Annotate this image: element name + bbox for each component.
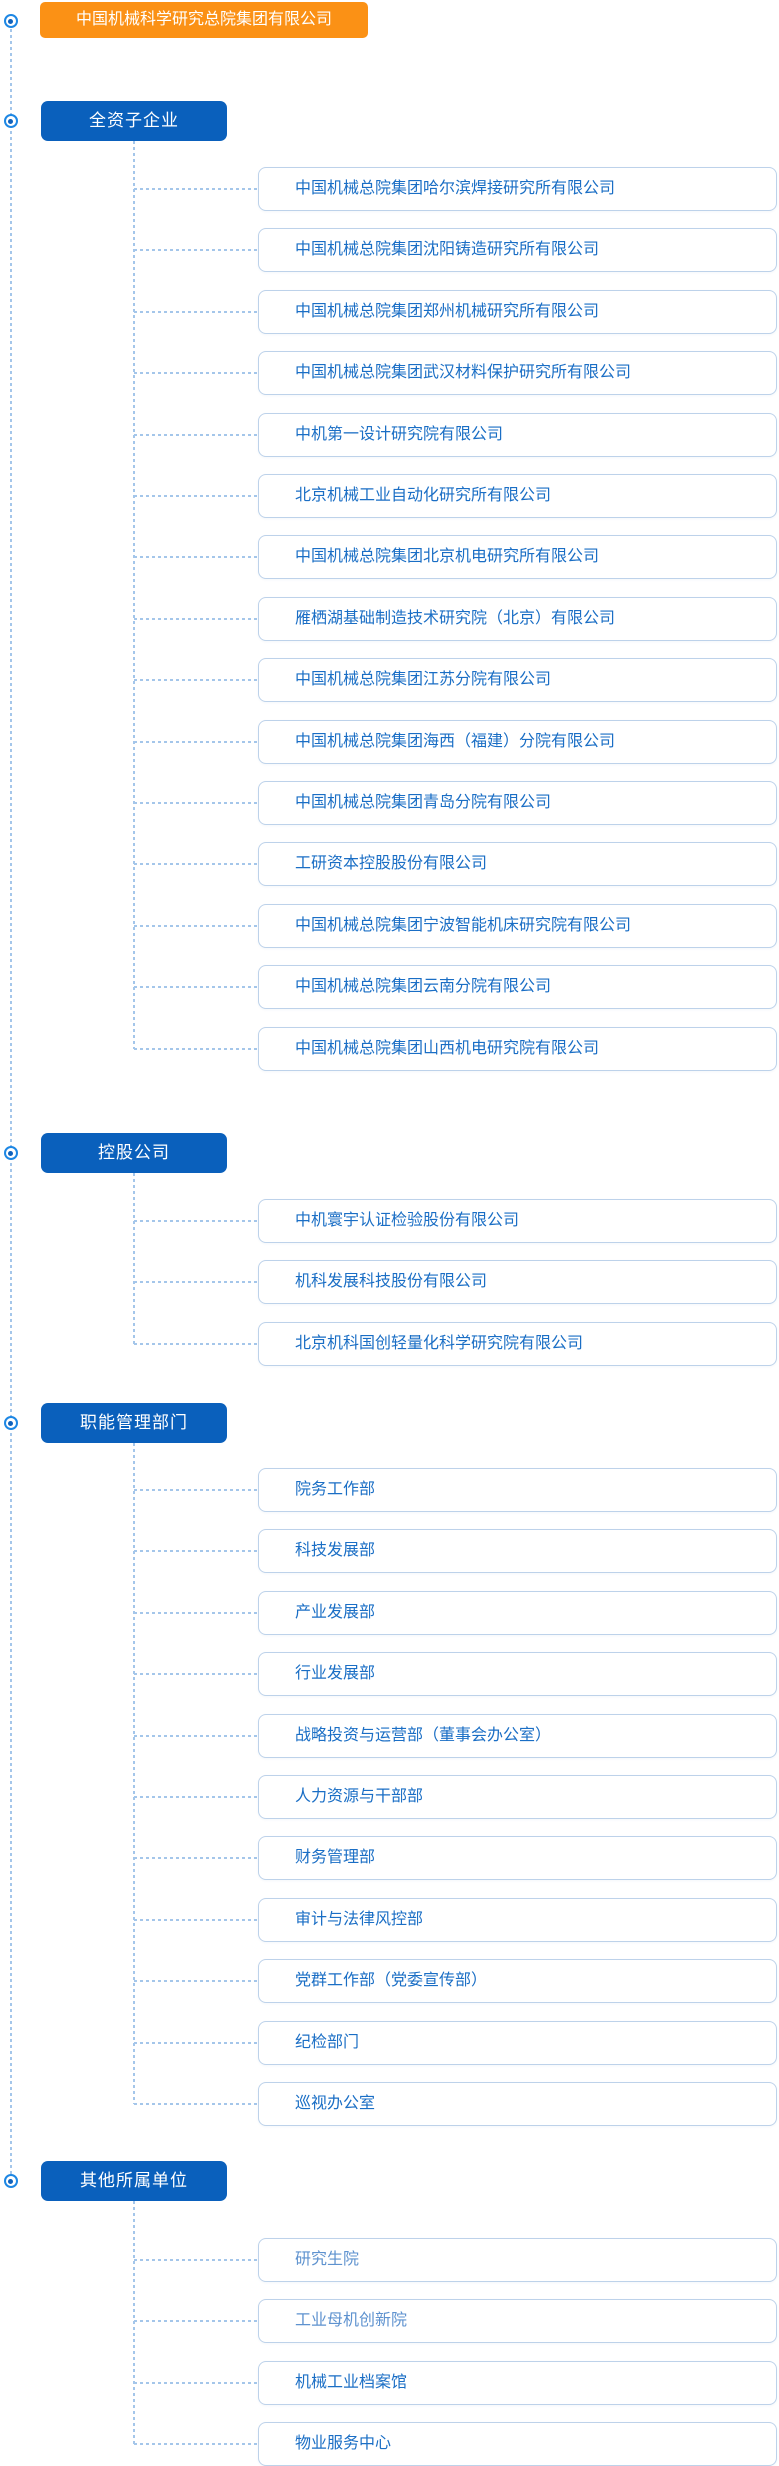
org-item-node[interactable]: 党群工作部（党委宣传部） — [258, 1959, 777, 2003]
org-item-node[interactable]: 雁栖湖基础制造技术研究院（北京）有限公司 — [258, 597, 777, 641]
section-toggle-icon[interactable] — [3, 1416, 18, 1430]
connector-line-horizontal — [134, 1220, 258, 1222]
org-section-node[interactable]: 职能管理部门 — [41, 1403, 227, 1443]
connector-line-horizontal — [134, 372, 258, 374]
section-toggle-icon[interactable] — [3, 114, 18, 128]
org-item-node[interactable]: 巡视办公室 — [258, 2082, 777, 2126]
connector-line-horizontal — [134, 1048, 258, 1050]
connector-line-horizontal — [134, 2103, 258, 2105]
connector-line-horizontal — [134, 188, 258, 190]
org-item-node[interactable]: 中国机械总院集团青岛分院有限公司 — [258, 781, 777, 825]
bullet-dot-icon — [8, 2178, 13, 2184]
org-item-node[interactable]: 机科发展科技股份有限公司 — [258, 1260, 777, 1304]
connector-line-horizontal — [134, 1919, 258, 1921]
connector-line-horizontal — [134, 1857, 258, 1859]
section-toggle-icon[interactable] — [3, 1146, 18, 1160]
org-section-node[interactable]: 控股公司 — [41, 1133, 227, 1173]
org-item-node[interactable]: 中机第一设计研究院有限公司 — [258, 413, 777, 457]
bullet-dot-icon — [8, 1150, 13, 1156]
connector-line-horizontal — [134, 1735, 258, 1737]
connector-line-horizontal — [134, 495, 258, 497]
org-item-node[interactable]: 物业服务中心 — [258, 2422, 777, 2466]
org-section-node[interactable]: 全资子企业 — [41, 101, 227, 141]
connector-line-horizontal — [134, 1796, 258, 1798]
org-item-node[interactable]: 行业发展部 — [258, 1652, 777, 1696]
tree-rail-line — [9, 29, 12, 2175]
org-item-node[interactable]: 研究生院 — [258, 2238, 777, 2282]
org-item-node[interactable]: 战略投资与运营部（董事会办公室） — [258, 1714, 777, 1758]
connector-line-horizontal — [134, 1612, 258, 1614]
org-item-node[interactable]: 人力资源与干部部 — [258, 1775, 777, 1819]
org-item-node[interactable]: 中国机械总院集团北京机电研究所有限公司 — [258, 535, 777, 579]
connector-line-horizontal — [134, 1980, 258, 1982]
org-item-node[interactable]: 产业发展部 — [258, 1591, 777, 1635]
org-item-node[interactable]: 机械工业档案馆 — [258, 2361, 777, 2405]
org-item-node[interactable]: 中国机械总院集团江苏分院有限公司 — [258, 658, 777, 702]
connector-line-vertical — [133, 1443, 135, 2104]
org-root-node[interactable]: 中国机械科学研究总院集团有限公司 — [40, 2, 368, 38]
org-item-node[interactable]: 院务工作部 — [258, 1468, 777, 1512]
org-item-node[interactable]: 中机寰宇认证检验股份有限公司 — [258, 1199, 777, 1243]
bullet-dot-icon — [8, 1420, 13, 1426]
connector-line-horizontal — [134, 1673, 258, 1675]
section-toggle-icon[interactable] — [3, 2174, 18, 2188]
connector-line-vertical — [133, 141, 135, 1049]
connector-line-horizontal — [134, 311, 258, 313]
connector-line-horizontal — [134, 2259, 258, 2261]
connector-line-horizontal — [134, 249, 258, 251]
org-item-node[interactable]: 中国机械总院集团郑州机械研究所有限公司 — [258, 290, 777, 334]
connector-line-horizontal — [134, 2443, 258, 2445]
org-item-node[interactable]: 中国机械总院集团武汉材料保护研究所有限公司 — [258, 351, 777, 395]
root-node-toggle-icon[interactable] — [3, 14, 18, 28]
org-item-node[interactable]: 纪检部门 — [258, 2021, 777, 2065]
org-item-node[interactable]: 北京机科国创轻量化科学研究院有限公司 — [258, 1322, 777, 1366]
connector-line-horizontal — [134, 1281, 258, 1283]
connector-line-horizontal — [134, 986, 258, 988]
org-item-node[interactable]: 工研资本控股股份有限公司 — [258, 842, 777, 886]
org-section-node[interactable]: 其他所属单位 — [41, 2161, 227, 2201]
org-item-node[interactable]: 中国机械总院集团宁波智能机床研究院有限公司 — [258, 904, 777, 948]
org-item-node[interactable]: 工业母机创新院 — [258, 2299, 777, 2343]
org-item-node[interactable]: 科技发展部 — [258, 1529, 777, 1573]
connector-line-horizontal — [134, 802, 258, 804]
connector-line-vertical — [133, 2201, 135, 2445]
bullet-dot-icon — [8, 118, 13, 124]
connector-line-horizontal — [134, 1489, 258, 1491]
org-item-node[interactable]: 中国机械总院集团沈阳铸造研究所有限公司 — [258, 228, 777, 272]
org-item-node[interactable]: 北京机械工业自动化研究所有限公司 — [258, 474, 777, 518]
connector-line-horizontal — [134, 2320, 258, 2322]
bullet-dot-icon — [8, 18, 13, 24]
connector-line-horizontal — [134, 2382, 258, 2384]
connector-line-horizontal — [134, 2042, 258, 2044]
org-item-node[interactable]: 中国机械总院集团山西机电研究院有限公司 — [258, 1027, 777, 1071]
org-item-node[interactable]: 中国机械总院集团哈尔滨焊接研究所有限公司 — [258, 167, 777, 211]
connector-line-horizontal — [134, 618, 258, 620]
connector-line-horizontal — [134, 925, 258, 927]
connector-line-horizontal — [134, 741, 258, 743]
connector-line-vertical — [133, 1173, 135, 1344]
connector-line-horizontal — [134, 434, 258, 436]
org-item-node[interactable]: 财务管理部 — [258, 1836, 777, 1880]
org-item-node[interactable]: 中国机械总院集团云南分院有限公司 — [258, 965, 777, 1009]
connector-line-horizontal — [134, 1343, 258, 1345]
org-item-node[interactable]: 审计与法律风控部 — [258, 1898, 777, 1942]
connector-line-horizontal — [134, 863, 258, 865]
connector-line-horizontal — [134, 556, 258, 558]
org-item-node[interactable]: 中国机械总院集团海西（福建）分院有限公司 — [258, 720, 777, 764]
connector-line-horizontal — [134, 1550, 258, 1552]
connector-line-horizontal — [134, 679, 258, 681]
